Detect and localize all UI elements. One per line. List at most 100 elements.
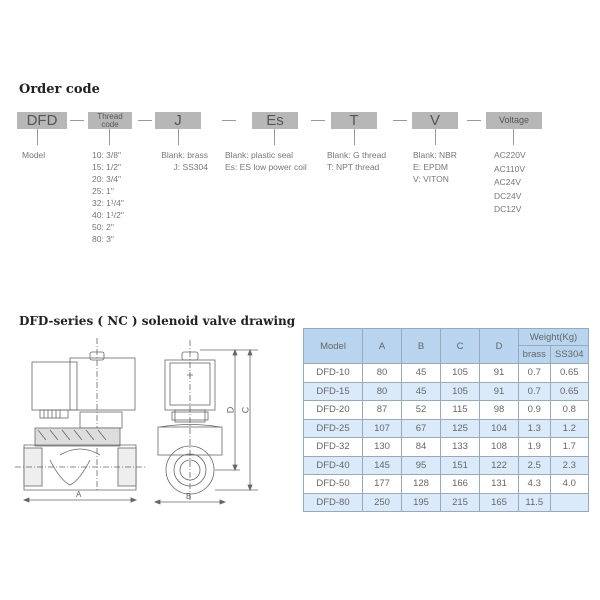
desc-line: E: EPDM: [413, 162, 448, 172]
cell-brass: 0.9: [518, 400, 551, 420]
table-row: DFD-25 107 67 125 104 1.3 1.2: [303, 418, 590, 438]
cell-a: 177: [362, 474, 402, 494]
cell-brass: 1.3: [518, 418, 551, 438]
connector-line: [513, 129, 514, 145]
connector-line: [37, 129, 38, 145]
cell-c: 105: [440, 363, 480, 383]
cell-a: 80: [362, 363, 402, 383]
header-ss304: SS304: [549, 345, 590, 364]
cell-ss304: 0.8: [549, 400, 590, 420]
table-row: DFD-20 87 52 115 98 0.9 0.8: [303, 400, 590, 420]
desc-line: 32: 1¹/4": [92, 198, 124, 208]
cell-c: 133: [440, 437, 480, 457]
cell-brass: 2.5: [518, 455, 551, 475]
cell-ss304: 0.65: [549, 381, 590, 401]
cell-a: 107: [362, 418, 402, 438]
cell-a: 80: [362, 381, 402, 401]
cell-d: 165: [479, 492, 519, 512]
cell-a: 130: [362, 437, 402, 457]
cell-model: DFD-25: [303, 418, 363, 438]
cell-d: 131: [479, 474, 519, 494]
thread-box-line2: code: [101, 120, 119, 129]
cell-model: DFD-80: [303, 492, 363, 512]
cell-model: DFD-50: [303, 474, 363, 494]
thread-box-line1: Thread: [97, 112, 123, 121]
desc-line: 25: 1": [92, 186, 114, 196]
cell-d: 91: [479, 381, 519, 401]
code-box-voltage: Voltage: [486, 112, 542, 129]
table-row: DFD-15 80 45 105 91 0.7 0.65: [303, 381, 590, 401]
cell-ss304: 1.2: [549, 418, 590, 438]
desc-line: DC12V: [494, 204, 522, 214]
cell-brass: 1.9: [518, 437, 551, 457]
desc-line: 80: 3": [92, 234, 114, 244]
desc-line: 50: 2": [92, 222, 114, 232]
separator-dash: [311, 120, 325, 121]
connector-line: [178, 129, 179, 145]
coil-options: Blank: plastic seal Es: ES low power coi…: [225, 149, 307, 173]
header-c: C: [440, 328, 480, 364]
cell-c: 151: [440, 455, 480, 475]
cell-ss304: 0.65: [549, 363, 590, 383]
desc-line: 15: 1/2": [92, 162, 122, 172]
cell-ss304: [549, 492, 590, 512]
table-row: DFD-32 130 84 133 108 1.9 1.7: [303, 437, 590, 457]
thread-type-options: Blank: G thread T: NPT thread: [327, 149, 386, 173]
cell-b: 128: [401, 474, 441, 494]
cell-brass: 4.3: [518, 474, 551, 494]
cell-d: 91: [479, 363, 519, 383]
drawing-title: DFD-series ( NC ) solenoid valve drawing: [19, 314, 296, 328]
valve-side-view-drawing: [15, 338, 145, 503]
material-options: Blank: brass J: SS304: [148, 149, 208, 173]
cell-brass: 11.5: [518, 492, 551, 512]
desc-line: AC24V: [494, 177, 521, 187]
separator-dash: [222, 120, 236, 121]
desc-line: V: VITON: [413, 174, 449, 184]
cell-c: 125: [440, 418, 480, 438]
desc-line: DC24V: [494, 190, 522, 201]
cell-ss304: 2.3: [549, 455, 590, 475]
code-box-seal: V: [412, 112, 458, 129]
desc-line: J: SS304: [173, 162, 209, 172]
cell-model: DFD-32: [303, 437, 363, 457]
connector-line: [274, 129, 275, 145]
header-d: D: [479, 328, 519, 364]
desc-line: 20: 3/4": [92, 174, 122, 184]
spec-table: Model A B C D Weight(Kg) brass SS304 DFD…: [303, 328, 590, 512]
cell-b: 84: [401, 437, 441, 457]
dimension-label-c: C: [240, 406, 251, 414]
desc-line: Blank: G thread: [327, 150, 387, 160]
cell-c: 215: [440, 492, 480, 512]
cell-b: 45: [401, 363, 441, 383]
desc-line: Es: ES low power coil: [225, 162, 307, 172]
table-row: DFD-40 145 95 151 122 2.5 2.3: [303, 455, 590, 475]
desc-line: AC220V: [494, 150, 526, 160]
cell-a: 250: [362, 492, 402, 512]
cell-brass: 0.7: [518, 363, 551, 383]
table-row: DFD-80 250 195 215 165 11.5: [303, 492, 590, 512]
header-model: Model: [303, 328, 363, 364]
header-a: A: [362, 328, 402, 364]
header-brass: brass: [518, 345, 551, 364]
separator-dash: [393, 120, 407, 121]
cell-b: 67: [401, 418, 441, 438]
thread-code-options: 10: 3/8" 15: 1/2" 20: 3/4" 25: 1" 32: 1¹…: [92, 149, 124, 245]
desc-line: T: NPT thread: [327, 162, 380, 172]
separator-dash: [138, 120, 152, 121]
connector-line: [354, 129, 355, 145]
seal-options: Blank: NBR E: EPDM V: VITON: [413, 149, 457, 185]
cell-a: 87: [362, 400, 402, 420]
cell-c: 115: [440, 400, 480, 420]
cell-b: 95: [401, 455, 441, 475]
valve-front-view-drawing: [153, 340, 258, 505]
desc-line: 10: 3/8": [92, 150, 122, 160]
code-box-model: DFD: [17, 112, 67, 129]
dimension-label-a: A: [76, 490, 82, 499]
cell-model: DFD-15: [303, 381, 363, 401]
header-weight: Weight(Kg): [518, 328, 589, 346]
desc-line: Blank: NBR: [413, 150, 457, 160]
desc-line: Blank: brass: [161, 150, 208, 160]
code-box-material: J: [155, 112, 201, 129]
cell-ss304: 1.7: [549, 437, 590, 457]
code-box-thread-type: T: [331, 112, 377, 129]
